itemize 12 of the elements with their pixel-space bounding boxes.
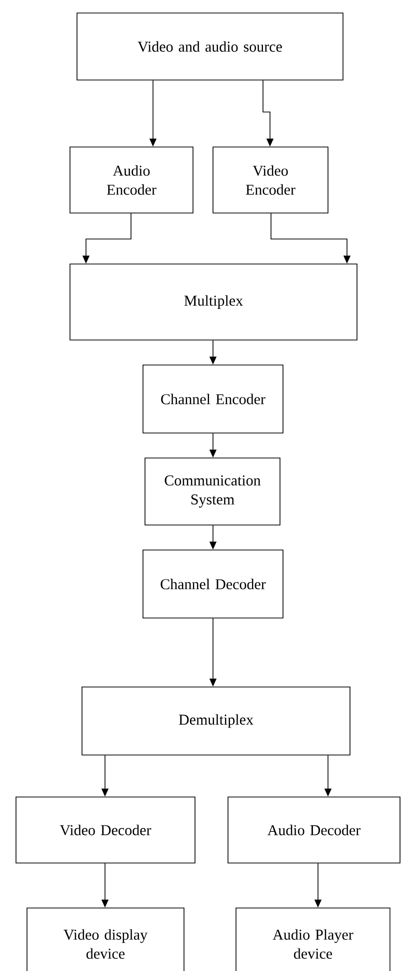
process-box: Video Encoder	[212, 146, 328, 214]
process-box: Audio Decoder	[228, 796, 400, 864]
process-box: Audio Player device	[236, 908, 390, 971]
process-box: Channel Decoder	[142, 550, 284, 618]
process-box: Communication System	[144, 458, 280, 526]
process-box: Video Decoder	[16, 796, 196, 864]
process-box: Demultiplex	[82, 686, 350, 756]
process-box: Video display device	[26, 908, 184, 971]
process-box: Video and audio source	[76, 12, 344, 80]
process-box: Audio Encoder	[70, 146, 194, 214]
process-box: Channel Encoder	[142, 364, 284, 434]
process-box: Multiplex	[70, 264, 358, 340]
